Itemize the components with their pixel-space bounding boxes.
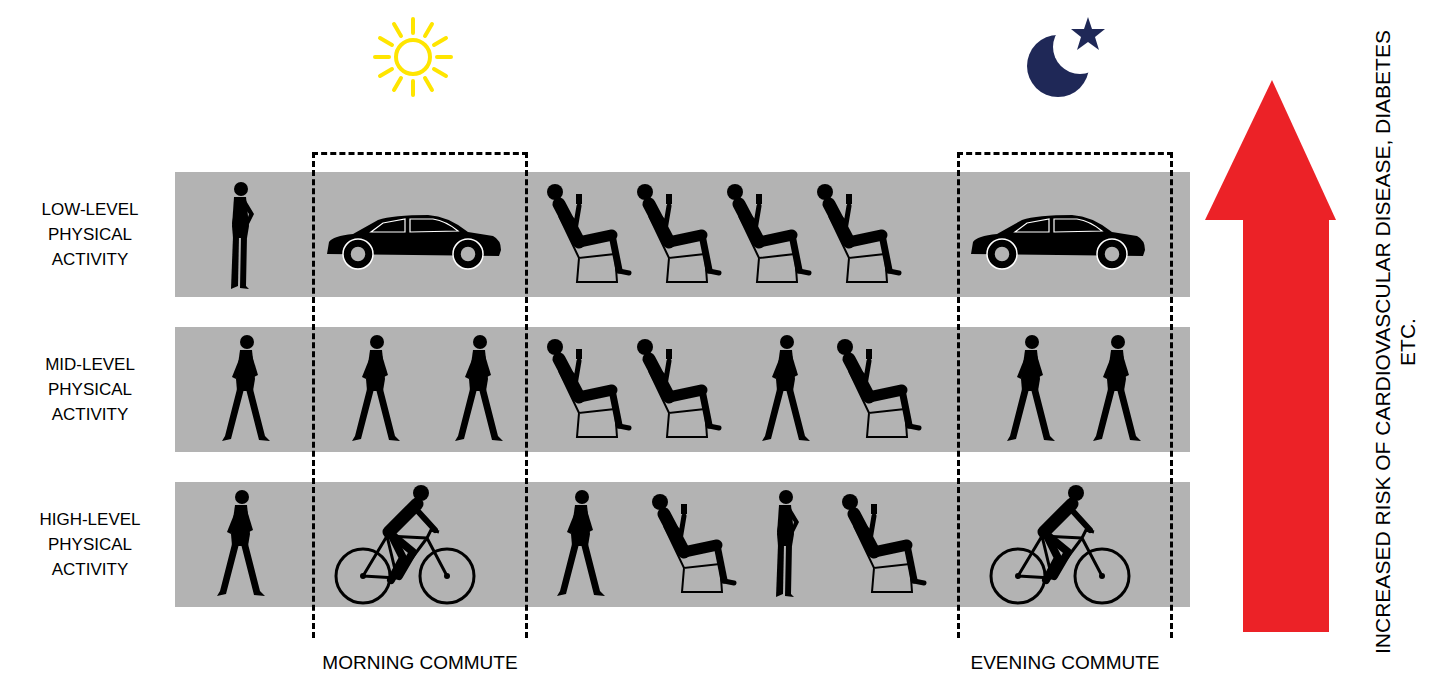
activity-band: LOW-LEVEL PHYSICAL ACTIVITY xyxy=(175,172,1190,297)
activity-band: HIGH-LEVEL PHYSICAL ACTIVITY xyxy=(175,482,1190,607)
sitting-person xyxy=(637,339,719,437)
walking-person xyxy=(1093,335,1141,441)
cyclist xyxy=(991,485,1129,603)
commute-label: MORNING COMMUTE xyxy=(322,651,517,675)
sitting-person xyxy=(547,339,629,437)
sun-icon xyxy=(375,19,451,95)
band-ground xyxy=(175,172,1190,297)
axis-note: INCREASED RISK OF CARDIOVASCULAR DISEASE… xyxy=(1370,12,1420,672)
sitting-person xyxy=(842,494,924,592)
row-label: HIGH-LEVEL PHYSICAL ACTIVITY xyxy=(24,507,156,582)
car xyxy=(327,215,501,269)
moon-icon xyxy=(1027,17,1107,97)
activity-band: MID-LEVEL PHYSICAL ACTIVITY xyxy=(175,327,1190,452)
walking-person xyxy=(1007,335,1055,441)
sitting-person xyxy=(727,184,809,282)
sitting-person xyxy=(547,184,629,282)
sitting-person xyxy=(837,339,919,437)
standing-person xyxy=(776,490,799,597)
row-label: MID-LEVEL PHYSICAL ACTIVITY xyxy=(24,352,156,427)
commute-box: EVENING COMMUTE xyxy=(957,152,1173,638)
commute-box: MORNING COMMUTE xyxy=(312,152,528,638)
sitting-person xyxy=(817,184,899,282)
walking-person xyxy=(762,335,810,441)
walking-person xyxy=(455,335,503,441)
sitting-person xyxy=(652,494,734,592)
walking-person xyxy=(557,490,605,596)
car xyxy=(971,215,1145,269)
band-ground xyxy=(175,482,1190,607)
sitting-person xyxy=(637,184,719,282)
cyclist xyxy=(336,485,474,603)
walking-person xyxy=(217,490,265,596)
standing-person xyxy=(231,182,254,289)
band-ground xyxy=(175,327,1190,452)
walking-person xyxy=(352,335,400,441)
row-label: LOW-LEVEL PHYSICAL ACTIVITY xyxy=(24,197,156,272)
risk-arrow xyxy=(1205,80,1336,632)
commute-label: EVENING COMMUTE xyxy=(971,651,1160,675)
walking-person xyxy=(222,335,270,441)
